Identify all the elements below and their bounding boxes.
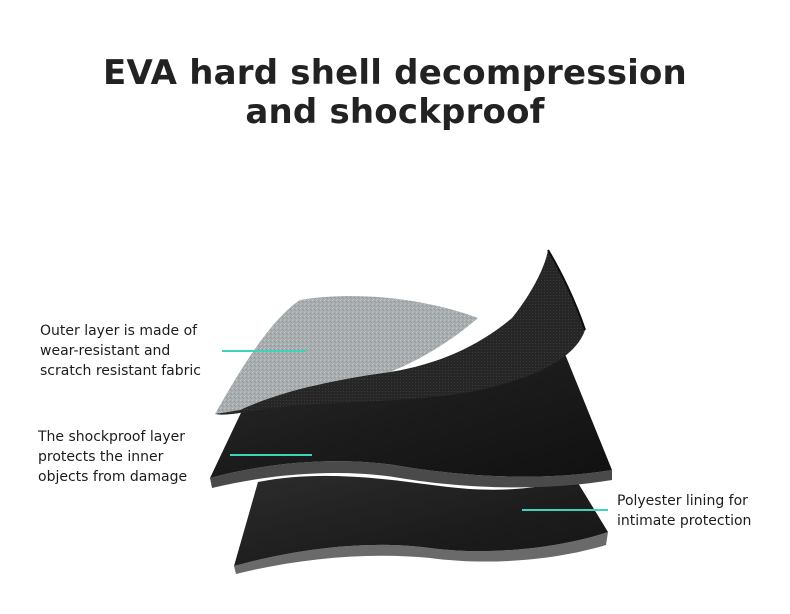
outer-label-line: scratch resistant fabric [40,363,201,379]
bottom-lining-layer [234,475,608,574]
shockproof-label-line: The shockproof layer [38,429,185,445]
outer-label-line: wear-resistant and [40,343,171,359]
title-line-2: and shockproof [245,92,545,132]
outer-label-line: Outer layer is made of [40,323,198,339]
shockproof-label-line: protects the inner [38,449,164,465]
outer-layer-label: Outer layer is made of wear-resistant an… [40,321,201,381]
shockproof-layer-label: The shockproof layer protects the inner … [38,427,187,487]
title-line-1: EVA hard shell decompression [103,53,687,93]
lining-layer-label: Polyester lining for intimate protection [617,491,751,531]
page-title: EVA hard shell decompression and shockpr… [0,54,790,132]
top-fabric-layer [215,249,586,415]
lining-label-line: Polyester lining for [617,493,748,509]
lining-label-line: intimate protection [617,513,752,529]
middle-shockproof-layer [210,354,612,488]
shockproof-label-line: objects from damage [38,469,188,485]
